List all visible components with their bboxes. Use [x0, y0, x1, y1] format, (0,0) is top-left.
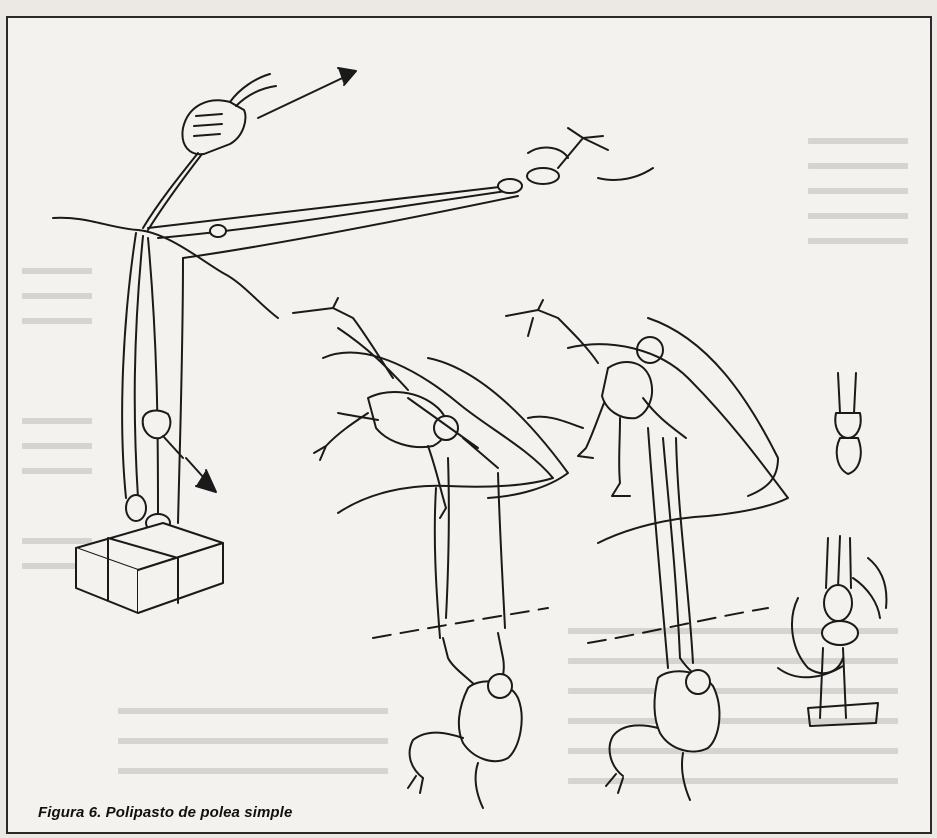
hanging-climber-left-icon: [408, 633, 522, 808]
carabiner-detail-icon: [835, 373, 860, 474]
figure-frame: Figura 6. Polipasto de polea simple: [6, 16, 932, 834]
pull-arrow-icon: [258, 68, 356, 118]
pulley-system-illustration: [8, 18, 930, 832]
pulley-knot-detail-icon: [778, 536, 886, 726]
cargo-bundle-icon: [76, 523, 223, 613]
anchor-piton-icon: [498, 128, 653, 193]
climber-belayer-right-icon: [528, 337, 686, 496]
anchor-piton-right-icon: [506, 300, 598, 363]
down-arrow-icon: [186, 458, 216, 492]
climber-belayer-left-icon: [293, 298, 498, 518]
hand-on-rope-icon: [143, 411, 183, 458]
hanging-climber-right-icon: [606, 658, 719, 800]
pulling-hand-icon: [182, 74, 276, 154]
figure-caption: Figura 6. Polipasto de polea simple: [38, 804, 292, 821]
